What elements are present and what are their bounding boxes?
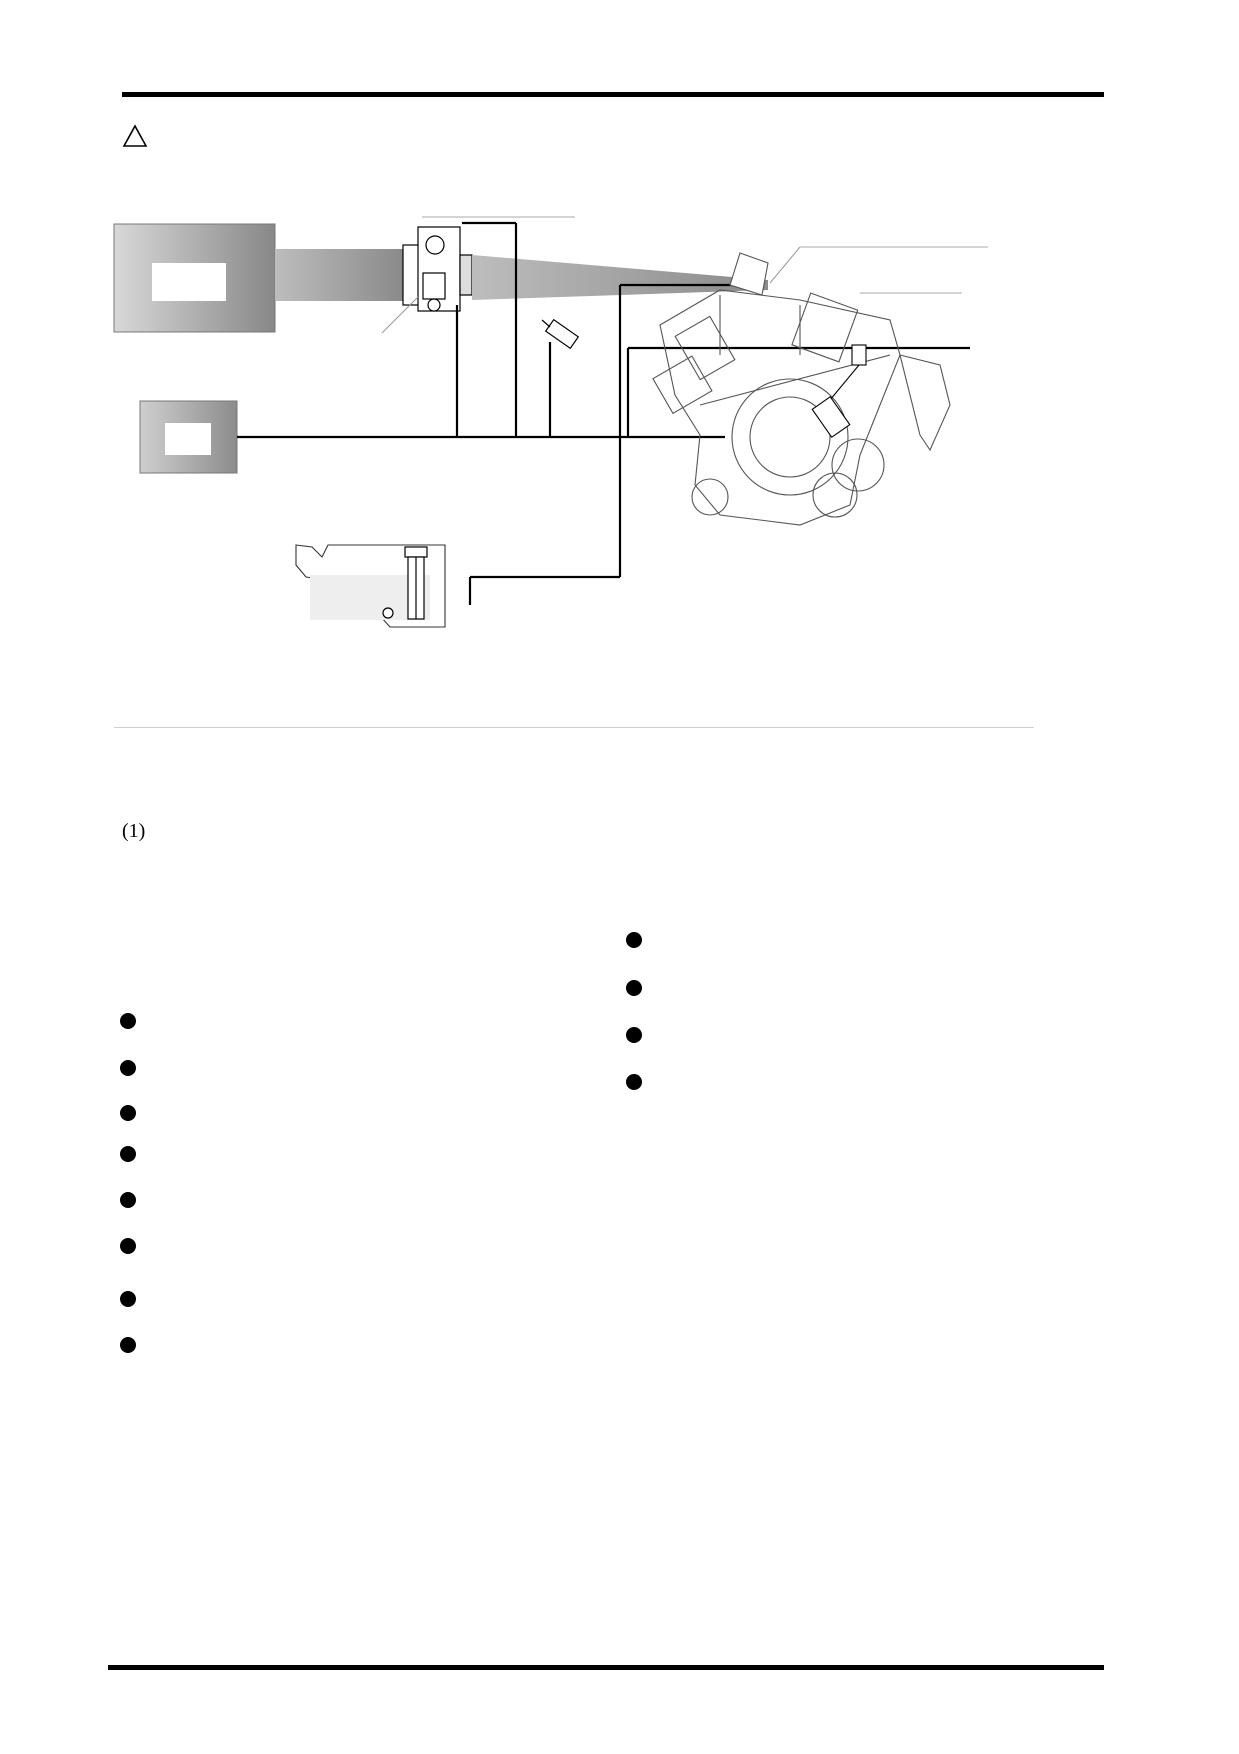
intake-duct	[275, 249, 403, 301]
diagram-divider	[114, 727, 1034, 728]
section-number: (1)	[122, 820, 146, 842]
bullet-left-6	[120, 1238, 136, 1254]
air-filter-box	[113, 223, 276, 333]
bullet-left-4	[120, 1146, 136, 1162]
wiring-harness	[237, 221, 970, 605]
bullet-right-3	[626, 1027, 642, 1043]
injector	[541, 318, 580, 350]
bullet-left-5	[120, 1192, 136, 1208]
bullet-left-3	[120, 1105, 136, 1121]
warning-triangle-icon	[122, 124, 148, 147]
bullet-right-4	[626, 1074, 642, 1090]
engine	[652, 252, 951, 526]
intake-runner	[472, 255, 768, 300]
bullet-right-2	[626, 980, 642, 996]
header-rule	[122, 92, 1104, 97]
ecu-box	[139, 400, 238, 474]
fuel-system-diagram	[113, 216, 988, 628]
bullet-left-7	[120, 1291, 136, 1307]
bullet-right-1	[626, 932, 642, 948]
fuel-pump	[382, 546, 428, 620]
footer-rule	[108, 1665, 1104, 1670]
bullet-left-1	[120, 1013, 136, 1029]
bullet-left-2	[120, 1060, 136, 1076]
throttle-body	[402, 226, 473, 312]
bullet-left-8	[120, 1337, 136, 1353]
o2-sensor	[811, 344, 867, 439]
